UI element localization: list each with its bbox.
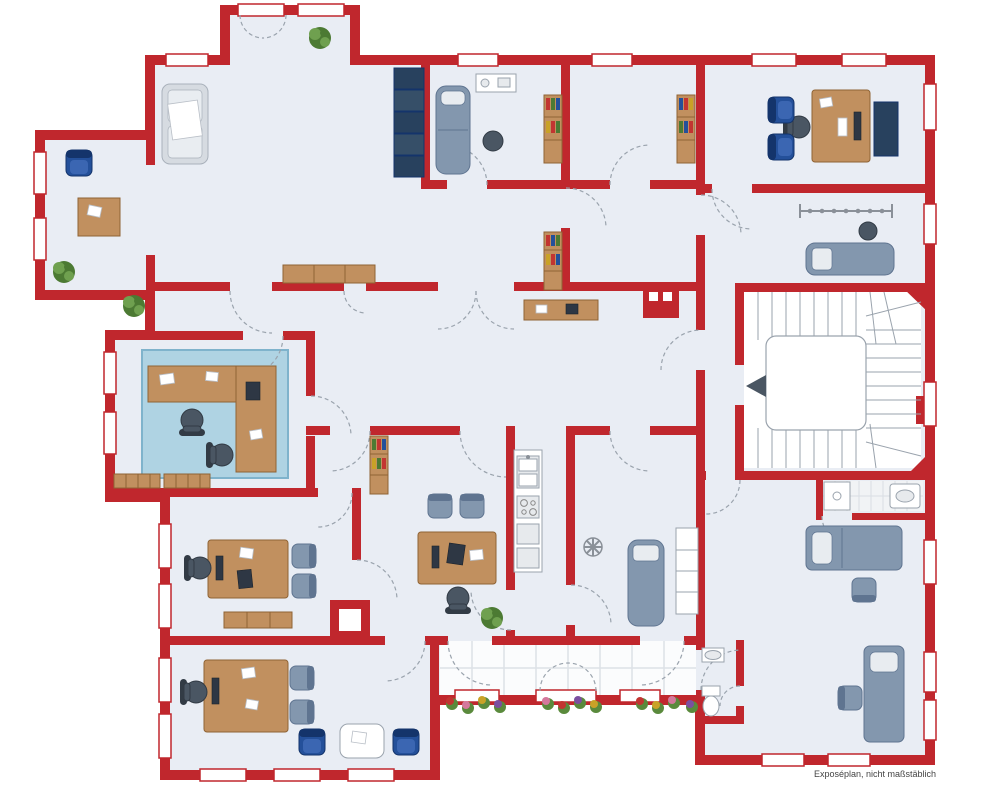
l-desk (147, 365, 277, 473)
armchair (65, 149, 93, 177)
guest-chair (767, 96, 795, 124)
kitchenette (513, 449, 543, 573)
guest-chair (289, 699, 315, 725)
treatment-table (435, 85, 471, 175)
room-office-sw1 (183, 539, 317, 629)
caption: Exposéplan, nicht maßstäblich (814, 769, 936, 779)
wc-sink (701, 647, 725, 663)
armchair (851, 577, 877, 603)
bay-desk (77, 197, 121, 237)
guest-chair (427, 493, 453, 519)
bench (805, 242, 895, 276)
coat-rack (799, 204, 893, 218)
armchair (392, 728, 420, 756)
room-office-sw2 (179, 659, 420, 759)
desk (417, 531, 497, 585)
room-treatment-2 (676, 94, 696, 164)
guest-chair (459, 493, 485, 519)
guest-chair (289, 665, 315, 691)
daybed (627, 539, 665, 627)
room-treatment-1 (435, 73, 563, 175)
plant-icon (481, 607, 503, 629)
plant-icon (123, 295, 145, 317)
bookshelf (369, 435, 389, 495)
bookshelf (543, 231, 563, 291)
desk (811, 89, 871, 163)
flower-beds (446, 696, 698, 714)
chimney-shaft (643, 282, 679, 318)
sideboard (282, 264, 376, 284)
step-lines (757, 291, 922, 469)
sideboard (113, 473, 161, 489)
guest-chair (767, 133, 795, 161)
desk (207, 539, 289, 599)
coffee-table (339, 723, 385, 759)
bed (863, 645, 905, 743)
wardrobe-cabinets (393, 67, 425, 178)
office-chair (179, 678, 208, 706)
room-middle-niche (523, 231, 599, 321)
armchair (837, 685, 863, 711)
sideboard (523, 299, 599, 321)
room-office-w (113, 365, 277, 489)
stool (858, 221, 878, 241)
door-swings (229, 14, 853, 707)
office-chair (444, 586, 472, 615)
plant-icon (309, 27, 331, 49)
room-office-ne (767, 89, 899, 163)
cabinet (873, 101, 899, 157)
toilet (701, 685, 721, 717)
bookshelf (543, 94, 563, 164)
room-rest-2 (583, 527, 699, 627)
bed (805, 525, 903, 571)
guest-chair (291, 573, 317, 599)
room-bed-e (805, 481, 921, 603)
side-cabinet (475, 73, 517, 93)
direction-arrow (746, 375, 766, 397)
room-rest (799, 204, 895, 276)
bookshelf (676, 94, 696, 164)
staircase (746, 291, 922, 469)
guest-chair (291, 543, 317, 569)
plant-icon (53, 261, 75, 283)
sideboard (163, 473, 211, 489)
entrance-hall-tiles (440, 641, 696, 695)
bathroom-sink (889, 483, 921, 509)
sideboard (223, 611, 293, 629)
sofa (161, 83, 209, 165)
room-lounge (53, 27, 425, 317)
stair-landing (765, 335, 867, 431)
desk (203, 659, 289, 733)
shower (823, 481, 851, 511)
armchair (298, 728, 326, 756)
coat-stand (583, 537, 603, 557)
stool (482, 130, 504, 152)
room-bed-se (701, 645, 905, 743)
office-chair (205, 441, 234, 469)
office-chair (183, 554, 212, 582)
wardrobe (675, 527, 699, 615)
office-chair (178, 408, 206, 437)
service-shaft (330, 600, 370, 640)
room-office-c (369, 435, 503, 629)
